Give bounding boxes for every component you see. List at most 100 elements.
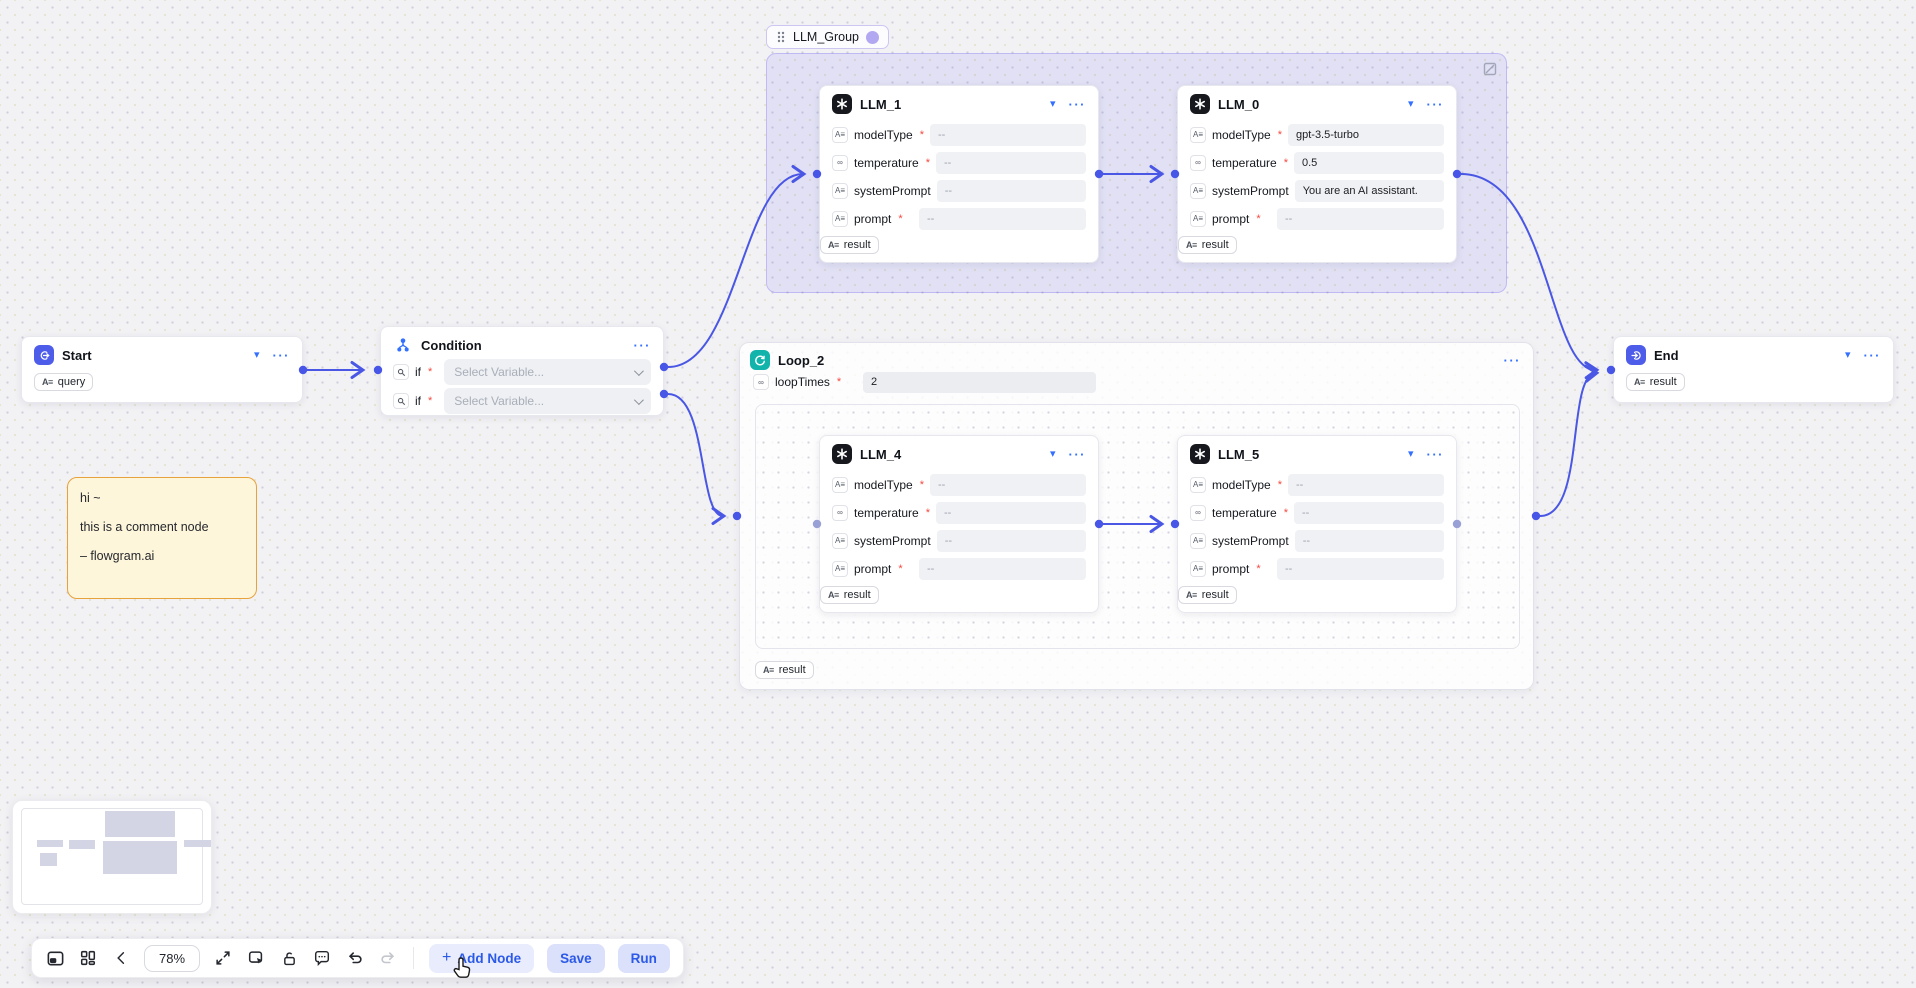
required-marker: * [919,478,924,491]
mouse-cursor [453,957,471,978]
add-node-button[interactable]: + Add Node [429,943,535,973]
auto-layout-icon[interactable] [78,948,98,968]
group-collapse-icon[interactable] [1482,61,1498,77]
field-input[interactable]: -- [919,207,1086,230]
condition-row-2: if * Select Variable... [381,388,663,414]
node-llm-5[interactable]: LLM_5 ▾ ··· A≡modelType*-- ∞temperature*… [1177,435,1457,613]
variable-select[interactable]: Select Variable... [444,388,651,414]
field-row: ∞temperature*-- [1178,501,1456,524]
node-menu-button[interactable]: ··· [1503,352,1521,368]
minimap-node-end [184,840,211,847]
node-menu-button[interactable]: ··· [633,337,651,353]
minimap-viewport [21,808,203,905]
field-input[interactable]: -- [1277,207,1444,230]
field-input[interactable]: -- [929,473,1086,496]
field-input[interactable]: -- [936,529,1086,552]
minimap[interactable] [12,800,212,914]
field-input[interactable]: -- [929,123,1086,146]
field-input[interactable]: You are an AI assistant. [1294,179,1444,202]
node-menu-button[interactable]: ··· [1863,347,1881,363]
comment-line: this is a comment node [80,520,209,534]
node-llm-1[interactable]: LLM_1 ▾ ··· A≡modelType*-- ∞temperature*… [819,85,1099,263]
if-label: if [415,365,421,379]
collapse-icon[interactable]: ▾ [1049,447,1056,460]
line-style-icon[interactable] [111,948,131,968]
field-row: A≡modelType*gpt-3.5-turbo [1178,123,1456,146]
minimap-toggle-icon[interactable] [45,948,65,968]
variable-select[interactable]: Select Variable... [444,359,651,385]
input-badge-result: A≡ result [1626,373,1685,391]
node-menu-button[interactable]: ··· [1426,96,1444,112]
loop-times-row: ∞ loopTimes * 2 [753,371,1520,393]
minimap-node-condition [69,840,95,849]
string-type-icon: A≡ [1190,210,1206,227]
required-marker: * [1283,506,1288,519]
collapse-icon[interactable]: ▾ [1049,97,1056,110]
zoom-level-input[interactable]: 78% [144,944,200,972]
node-menu-button[interactable]: ··· [272,347,290,363]
group-header[interactable]: LLM_Group [766,25,890,49]
group-color-dot[interactable] [866,30,880,44]
edge-loop-end[interactable] [1539,364,1600,517]
field-input[interactable]: gpt-3.5-turbo [1287,123,1444,146]
field-input[interactable]: -- [935,151,1086,174]
string-type-icon: A≡ [832,532,848,549]
field-row: A≡prompt*-- [1178,557,1456,580]
comment-icon[interactable] [312,948,332,968]
loop-times-input[interactable]: 2 [863,371,1096,393]
lock-icon[interactable] [279,948,299,968]
undo-icon[interactable] [345,948,365,968]
required-marker: * [1256,562,1261,575]
output-badge-query: A≡ query [34,373,94,391]
node-condition[interactable]: Condition ··· if * Select Variable... if… [380,326,664,416]
node-start[interactable]: Start ▾ ··· A≡ query [21,336,303,403]
field-input[interactable]: -- [935,501,1086,524]
field-input[interactable]: -- [1277,557,1444,580]
run-button[interactable]: Run [617,943,670,973]
llm-icon [832,444,852,464]
select-mode-icon[interactable] [246,948,266,968]
string-type-icon: A≡ [1190,560,1206,577]
field-input[interactable]: -- [919,557,1086,580]
node-llm-0[interactable]: LLM_0 ▾ ··· A≡modelType*gpt-3.5-turbo ∞t… [1177,85,1457,263]
fit-view-icon[interactable] [213,948,233,968]
bottom-toolbar: 78% + Add Node Save Run [31,938,684,978]
save-button[interactable]: Save [547,943,605,973]
start-icon [34,345,54,365]
required-marker: * [836,376,842,388]
minimap-node-comment [40,853,57,866]
field-input[interactable]: 0.5 [1293,151,1444,174]
collapse-icon[interactable]: ▾ [1407,447,1414,460]
field-input[interactable]: -- [936,179,1086,202]
field-row: A≡systemPrompt-- [1178,529,1456,552]
field-input[interactable]: -- [1294,529,1444,552]
string-type-icon: A≡ [828,240,839,250]
collapse-icon[interactable]: ▾ [253,348,260,361]
string-type-icon: A≡ [1634,377,1645,387]
node-title: Start [62,347,92,363]
node-llm-4[interactable]: LLM_4 ▾ ··· A≡modelType*-- ∞temperature*… [819,435,1099,613]
llm-icon [832,94,852,114]
node-comment[interactable]: hi ~ this is a comment node – flowgram.a… [67,477,257,599]
node-menu-button[interactable]: ··· [1068,96,1086,112]
redo-icon[interactable] [378,948,398,968]
required-marker: * [1277,478,1282,491]
edge-condition-loop[interactable] [667,393,727,525]
node-title: LLM_0 [1218,96,1260,112]
drag-handle-icon[interactable] [776,30,786,44]
collapse-icon[interactable]: ▾ [1844,348,1851,361]
field-input[interactable]: -- [1287,473,1444,496]
chevron-down-icon [633,365,644,376]
collapse-icon[interactable]: ▾ [1407,97,1414,110]
field-input[interactable]: -- [1293,501,1444,524]
required-marker: * [898,212,903,225]
string-type-icon: A≡ [1190,476,1206,493]
node-end[interactable]: End ▾ ··· A≡ result [1613,336,1894,403]
string-type-icon: A≡ [832,476,848,493]
field-row: A≡systemPrompt-- [820,529,1098,552]
node-menu-button[interactable]: ··· [1426,446,1444,462]
node-menu-button[interactable]: ··· [1068,446,1086,462]
number-type-icon: ∞ [753,374,769,390]
